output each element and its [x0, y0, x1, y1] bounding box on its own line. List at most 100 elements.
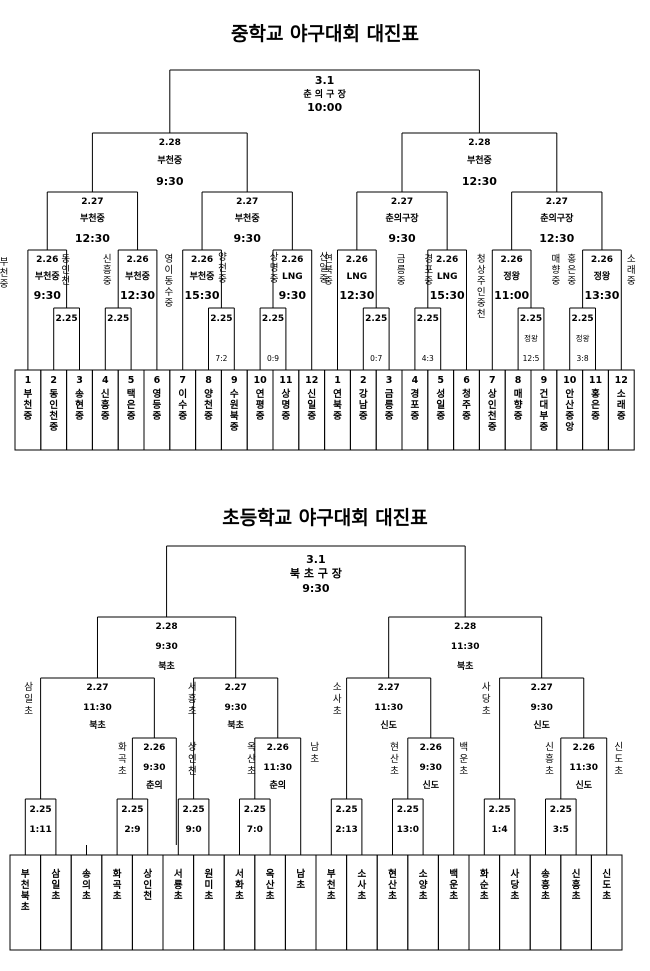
match-date: 2.25 [365, 314, 387, 324]
match-venue: 부천중 [35, 271, 60, 282]
team-name: 초 [205, 890, 214, 902]
match-score: 0:7 [370, 354, 382, 363]
match-time: 9:30 [530, 703, 552, 713]
side-label: 부 [0, 257, 9, 268]
team-name: 흥 [101, 399, 110, 411]
match-date: 2.26 [573, 743, 595, 753]
match-time: 11:00 [494, 289, 529, 302]
side-label: 삼 [24, 682, 33, 693]
match-venue: 북초 [89, 720, 106, 731]
team-name: 연 [256, 389, 265, 400]
team-name: 신 [572, 868, 581, 880]
team-name: 초 [419, 890, 428, 902]
team-name: 포 [411, 400, 420, 411]
team-number: 7 [489, 375, 496, 386]
match-date: 2.27 [236, 197, 258, 207]
team-name: 래 [617, 399, 626, 411]
team-name: 산 [266, 879, 275, 891]
team-name: 앙 [565, 421, 574, 433]
match-time: 12:30 [539, 232, 574, 245]
team-name: 대 [540, 399, 549, 411]
team-name: 흥 [572, 879, 581, 891]
team-name: 서 [174, 868, 183, 880]
side-label: 초 [118, 766, 127, 777]
match-venue: 부천중 [125, 271, 150, 282]
side-label: 현 [390, 742, 399, 753]
match-date: 2.26 [346, 255, 368, 265]
elementary-title: 초등학교 야구대회 대진표 [222, 507, 428, 529]
team-name: 송 [82, 868, 91, 880]
match-date: 2.25 [520, 314, 542, 324]
team-name: 초 [358, 890, 367, 902]
side-label: 초 [24, 706, 33, 717]
side-label: 천 [61, 276, 70, 287]
side-label: 산 [390, 754, 399, 765]
team-name: 송 [541, 868, 550, 880]
team-name: 소 [617, 389, 626, 400]
team-number: 2 [360, 375, 367, 386]
match-venue: LNG [282, 272, 303, 282]
team-name: 화 [235, 879, 244, 891]
team-name: 중 [101, 411, 110, 422]
team-name: 수 [230, 389, 239, 400]
match-date: 2.25 [29, 805, 51, 815]
team-name: 옥 [266, 869, 275, 880]
team-name: 중 [24, 411, 33, 422]
side-label: 연 [324, 254, 333, 265]
middle-school-title: 중학교 야구대회 대진표 [231, 23, 419, 45]
match-date: 2.27 [546, 197, 568, 207]
match-date: 2.25 [550, 805, 572, 815]
team-name: 초 [296, 879, 305, 891]
match-date: 2.28 [159, 138, 181, 148]
team-name: 택 [127, 388, 136, 400]
team-name: 초 [113, 890, 122, 902]
team-number: 11 [589, 375, 602, 386]
side-label: 백 [459, 742, 468, 753]
side-label: 동 [165, 276, 174, 287]
team-name: 중 [178, 411, 187, 422]
team-name: 북 [21, 891, 30, 902]
team-name: 중 [282, 411, 291, 422]
side-label: 흥 [103, 264, 112, 276]
team-name: 은 [591, 400, 600, 411]
side-label: 중 [165, 298, 174, 309]
team-name: 청 [462, 388, 471, 400]
match-time: 9:30 [388, 232, 416, 245]
match-date: 2.26 [191, 255, 213, 265]
side-label: 중 [0, 279, 9, 290]
match-venue: 춘의구장 [385, 212, 419, 224]
match-venue: LNG [347, 272, 368, 282]
side-label: 인 [477, 287, 486, 298]
team-number: 10 [253, 375, 267, 386]
side-label: 초 [310, 754, 319, 765]
match-date: 2.25 [571, 314, 593, 324]
team-number: 4 [102, 375, 109, 386]
side-label: 인 [61, 265, 70, 276]
match-date: 2.25 [107, 314, 129, 324]
side-label: 소 [333, 682, 342, 693]
match-date: 2.25 [417, 314, 439, 324]
team-name: 금 [385, 389, 394, 400]
side-label: 중 [552, 276, 561, 287]
side-label: 중 [324, 276, 333, 287]
team-name: 중 [540, 422, 549, 433]
team-number: 3 [386, 375, 393, 386]
team-name: 중 [514, 411, 523, 422]
side-label: 신 [614, 742, 623, 753]
team-name: 부 [540, 410, 549, 422]
team-name: 인 [49, 400, 58, 411]
team-name: 신 [602, 868, 611, 880]
final-time: 10:00 [307, 101, 342, 114]
team-number: 1 [25, 375, 32, 386]
team-name: 천 [21, 880, 30, 891]
match-date: 2.27 [81, 197, 103, 207]
team-name: 북 [230, 411, 239, 422]
team-name: 은 [127, 400, 136, 411]
side-label: 금 [397, 254, 406, 265]
team-name: 서 [235, 868, 244, 880]
side-label: 초 [247, 766, 256, 777]
match-venue: 정왕 [576, 333, 590, 343]
match-date: 2.27 [391, 197, 413, 207]
team-name: 인 [143, 880, 152, 891]
